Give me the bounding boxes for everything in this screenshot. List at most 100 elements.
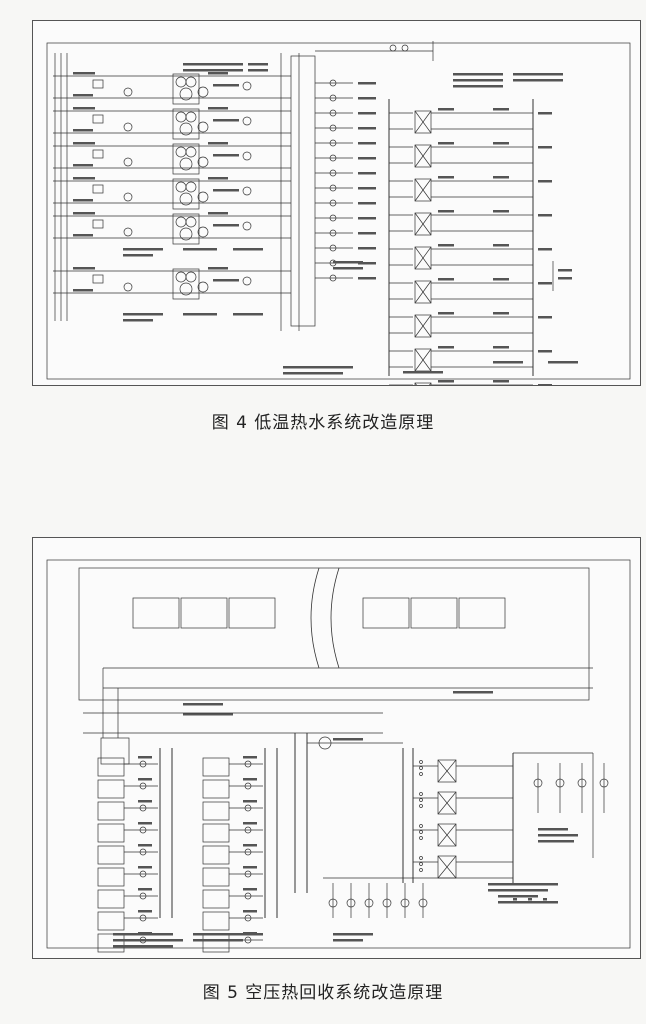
pump-symbol	[419, 792, 423, 796]
label-text	[233, 248, 263, 251]
air-compressor	[97, 779, 125, 799]
pipe-line	[414, 246, 432, 270]
equipment-box	[92, 149, 104, 159]
label-text	[538, 146, 552, 149]
pump-symbol	[244, 826, 252, 834]
pump-symbol	[185, 271, 197, 283]
pump-symbol	[175, 216, 187, 228]
pump-symbol	[242, 276, 252, 286]
label-text	[193, 933, 263, 936]
label-text	[208, 72, 228, 75]
label-text	[208, 107, 228, 110]
label-text	[243, 888, 257, 891]
label-text	[488, 883, 558, 886]
air-compressor	[202, 801, 230, 821]
cooling-tower-unit	[132, 597, 180, 629]
label-text	[213, 154, 239, 157]
pipe-line	[414, 144, 432, 168]
heat-exchanger	[437, 759, 457, 783]
heat-exchanger	[414, 178, 432, 202]
equipment-box	[92, 184, 104, 194]
pump-symbol	[329, 139, 337, 147]
air-compressor	[202, 757, 230, 777]
label-text	[358, 277, 376, 280]
pipe-line	[437, 855, 457, 879]
label-text	[138, 800, 152, 803]
heat-pump-unit	[172, 108, 200, 140]
cooling-tower-unit	[180, 597, 228, 629]
pump-symbol	[139, 914, 147, 922]
pump-symbol	[123, 157, 133, 167]
pump-symbol	[185, 76, 197, 88]
pipe-line	[414, 314, 432, 338]
label-text	[358, 97, 376, 100]
label-text	[138, 756, 152, 759]
pipe-line	[414, 212, 432, 236]
heat-exchanger	[414, 314, 432, 338]
pump-symbol	[419, 772, 423, 776]
pump-symbol	[419, 760, 423, 764]
label-text	[73, 129, 93, 132]
label-text	[208, 142, 228, 145]
pump-symbol	[123, 282, 133, 292]
label-text	[138, 866, 152, 869]
label-text	[213, 279, 239, 282]
label-text	[538, 350, 552, 353]
pump-symbol	[244, 892, 252, 900]
label-text	[438, 176, 454, 179]
label-text	[138, 888, 152, 891]
air-compressor	[97, 867, 125, 887]
label-text	[73, 267, 95, 270]
air-compressor	[97, 933, 125, 953]
label-text	[333, 267, 363, 270]
label-text	[493, 278, 509, 281]
pump-symbol	[139, 782, 147, 790]
pump-symbol	[329, 229, 337, 237]
label-text	[358, 262, 376, 265]
label-text	[358, 127, 376, 130]
dashed-box	[100, 737, 130, 765]
label-text	[123, 254, 153, 257]
pump-symbol	[244, 848, 252, 856]
equipment-box	[92, 114, 104, 124]
pump-symbol	[242, 151, 252, 161]
label-text	[333, 261, 363, 264]
label-text	[243, 822, 257, 825]
pipe-line	[414, 178, 432, 202]
pump-symbol	[419, 804, 423, 808]
pump-symbol	[244, 914, 252, 922]
pump-symbol	[197, 226, 209, 238]
label-text	[183, 713, 233, 716]
pump-symbol	[123, 122, 133, 132]
heat-exchanger	[437, 823, 457, 847]
heat-pump-unit	[172, 213, 200, 245]
pump-symbol	[244, 782, 252, 790]
label-text	[123, 319, 153, 322]
label-text	[493, 312, 509, 315]
heat-pump-unit	[172, 143, 200, 175]
pump-symbol	[139, 826, 147, 834]
pump-symbol	[139, 848, 147, 856]
label-text	[243, 844, 257, 847]
figure-4-diagram	[32, 20, 641, 386]
label-text	[113, 933, 173, 936]
pump-symbol	[242, 116, 252, 126]
drawing-border	[46, 42, 631, 380]
label-text	[438, 346, 454, 349]
air-compressor	[202, 911, 230, 931]
air-compressor	[97, 889, 125, 909]
pump-symbol	[179, 192, 193, 206]
pipe-line	[437, 759, 457, 783]
label-text	[438, 380, 454, 383]
label-text	[283, 366, 353, 369]
pump-symbol	[139, 804, 147, 812]
label-text	[538, 316, 552, 319]
label-text	[493, 346, 509, 349]
label-text	[558, 269, 572, 272]
label-text	[333, 933, 373, 936]
drawing-border	[46, 559, 631, 949]
label-text	[73, 94, 93, 97]
label-text	[183, 69, 243, 72]
label-text	[333, 738, 363, 741]
pump-symbol	[244, 804, 252, 812]
